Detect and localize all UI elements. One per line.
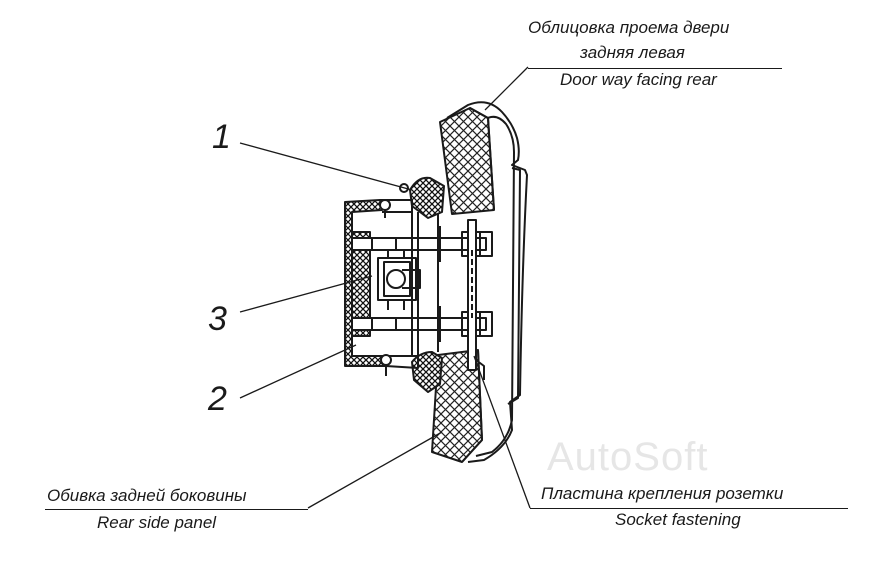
socket-fastening-label-ru: Пластина крепления розетки (541, 484, 784, 503)
rear-side-panel-label-en: Rear side panel (97, 513, 217, 532)
socket-housing (344, 199, 419, 376)
upper-gasket (409, 176, 445, 219)
callout-3: 3 (208, 300, 227, 338)
socket-insulator (351, 231, 439, 337)
callout-1: 1 (212, 118, 231, 156)
upper-panel-section (439, 107, 495, 215)
leader-lines (239, 66, 531, 509)
callout-2: 2 (208, 380, 227, 418)
lower-gasket (411, 351, 443, 393)
socket-fastening-rule (530, 508, 848, 509)
upper-bolt (351, 226, 493, 262)
door-facing-label-ru-line1: Облицовка проема двери (528, 18, 730, 37)
rear-side-panel-rule (45, 509, 308, 510)
socket-fastening-plate (467, 219, 485, 380)
door-facing-label-en: Door way facing rear (560, 70, 717, 89)
door-way-facing (446, 101, 528, 463)
mounting-face (411, 212, 439, 356)
door-facing-label-ru-line2: задняя левая (580, 43, 685, 62)
rear-side-panel-label-ru: Обивка задней боковины (47, 486, 247, 505)
socket-fastening-label-en: Socket fastening (615, 510, 741, 529)
autosoft-watermark: AutoSoft (547, 435, 709, 479)
door-facing-rule (528, 68, 782, 69)
